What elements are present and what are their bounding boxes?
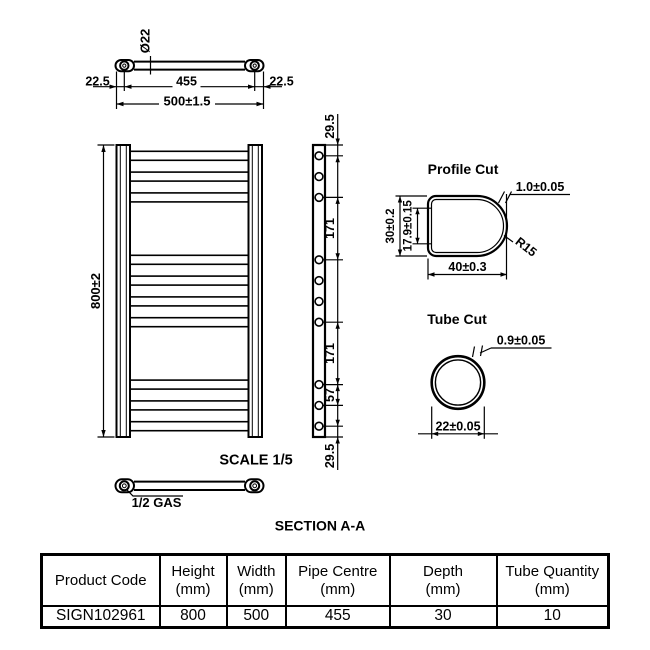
- tube-cut-title: Tube Cut: [427, 311, 487, 327]
- header-product-code: Product Code: [40, 553, 161, 607]
- profile-cut-outline: [426, 194, 509, 258]
- front-view-right-rail: [247, 144, 263, 438]
- value-width: 500: [225, 605, 287, 629]
- top-view-right-fitting: [249, 60, 260, 71]
- side-view-section: 29.5 171 171 57 29.5: [311, 114, 343, 470]
- top-view-overall-width-label: 500±1.5: [164, 94, 211, 109]
- side-view-top-offset-label: 29.5: [323, 114, 337, 138]
- spec-table-value-row: SIGN102961 800 500 455 30 10: [40, 605, 610, 629]
- bottom-view-right-cap: [244, 478, 265, 494]
- header-width: Width(mm): [225, 553, 287, 607]
- spec-table-header-row: Product Code Height(mm) Width(mm) Pipe C…: [40, 553, 610, 607]
- profile-cut-width-label: 40±0.3: [448, 260, 486, 274]
- profile-cut-radius-label: R15: [513, 234, 540, 259]
- spec-table: Product Code Height(mm) Width(mm) Pipe C…: [40, 553, 610, 629]
- header-pipe-centre: Pipe Centre(mm): [285, 553, 391, 607]
- side-view-upper-span-label: 171: [323, 218, 337, 239]
- header-height: Height(mm): [158, 553, 228, 607]
- top-view: Ø22 22.5 455 22.5 500±1.5: [85, 29, 294, 109]
- front-view-left-rail: [115, 144, 131, 438]
- value-pipe-centre: 455: [285, 605, 391, 629]
- tube-cut-outer-circle: [430, 354, 486, 411]
- profile-cut-title: Profile Cut: [428, 161, 499, 177]
- scale-label: SCALE 1/5: [219, 453, 292, 469]
- front-view: 800±2: [88, 144, 263, 438]
- side-view-tube-holes: [314, 151, 324, 431]
- bottom-view: 1/2 GAS: [114, 478, 265, 510]
- front-view-height-label: 800±2: [88, 273, 103, 309]
- profile-cut-wall-label: 1.0±0.05: [516, 180, 565, 194]
- header-tube-quantity: Tube Quantity(mm): [495, 553, 610, 607]
- top-view-left-offset-label: 22.5: [85, 75, 109, 89]
- top-view-right-offset-label: 22.5: [269, 75, 293, 89]
- tube-cut-inner-circle: [434, 359, 482, 406]
- bottom-view-right-fitting: [249, 480, 261, 492]
- profile-cut-inner-wall: [430, 198, 505, 254]
- side-view-lower-gap-label: 57: [323, 388, 337, 402]
- profile-cut: Profile Cut 30±0.2 17.9±0.15 40±0.3 1.0±: [385, 161, 570, 280]
- value-product-code: SIGN102961: [40, 605, 161, 629]
- side-view-lower-span-label: 171: [323, 343, 337, 364]
- bottom-view-left-fitting: [118, 480, 130, 492]
- top-view-left-fitting: [119, 60, 130, 71]
- profile-cut-outer-height-label: 30±0.2: [385, 208, 397, 243]
- side-view-bottom-offset-label: 29.5: [323, 444, 337, 468]
- section-label: SECTION A-A: [275, 518, 365, 534]
- technical-drawing: Ø22 22.5 455 22.5 500±1.5: [85, 29, 570, 534]
- header-depth: Depth(mm): [388, 553, 498, 607]
- value-height: 800: [158, 605, 228, 629]
- value-tube-quantity: 10: [495, 605, 610, 629]
- front-view-rungs: [129, 150, 250, 432]
- top-view-pipe-centre-label: 455: [176, 75, 197, 89]
- tube-cut: Tube Cut 0.9±0.05 22±0.05: [418, 311, 552, 439]
- value-depth: 30: [388, 605, 498, 629]
- bottom-view-left-cap: [114, 478, 135, 494]
- tube-cut-diameter-label: 22±0.05: [435, 420, 480, 434]
- tube-cut-wall-label: 0.9±0.05: [497, 334, 546, 348]
- top-view-diameter-label: Ø22: [138, 29, 153, 54]
- profile-cut-inner-height-label: 17.9±0.15: [403, 200, 415, 252]
- gas-connection-label: 1/2 GAS: [132, 495, 182, 510]
